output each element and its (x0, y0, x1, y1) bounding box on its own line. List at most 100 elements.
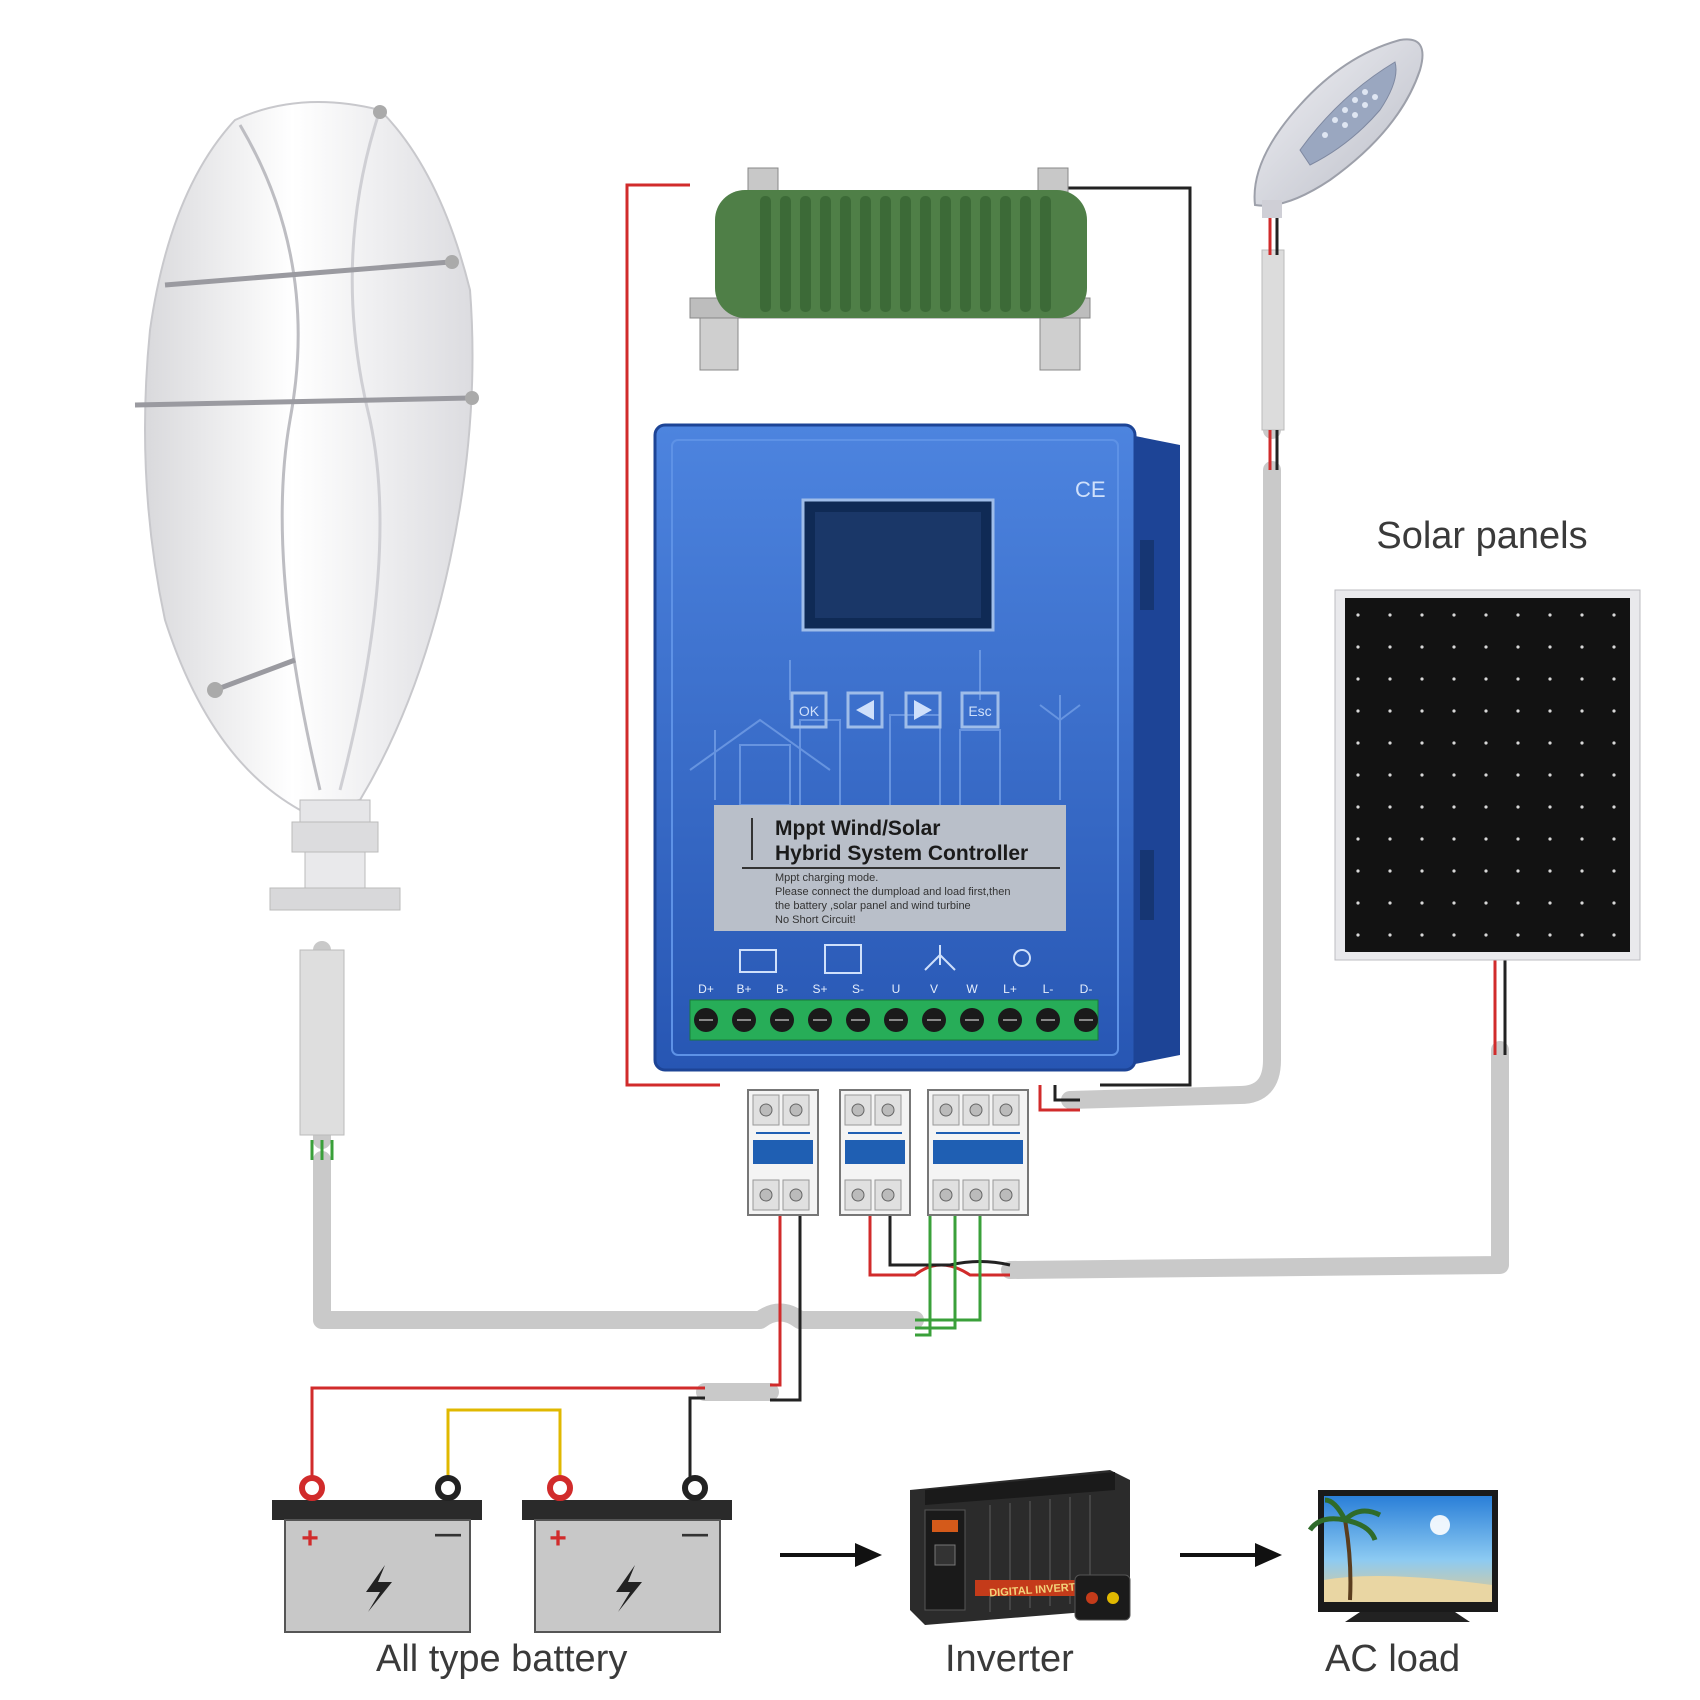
solar-cell-dot (1388, 901, 1392, 905)
solar-cell-dot (1612, 805, 1616, 809)
solar-cell-dot (1484, 869, 1488, 873)
battery-symbol-icon (739, 949, 777, 973)
solar-cell-dot (1516, 901, 1520, 905)
terminal-label: D+ (698, 982, 714, 996)
solar-cell-dot (1388, 837, 1392, 841)
solar-cell-dot (1484, 741, 1488, 745)
resistor-rib (860, 196, 871, 312)
solar-cell-dot (1388, 773, 1392, 777)
solar-cell-dot (1356, 773, 1360, 777)
solar-cell-dot (1388, 805, 1392, 809)
breaker-screw (851, 1188, 865, 1202)
terminal-label: U (892, 982, 901, 996)
resistor-rib (820, 196, 831, 312)
resistor-rib (960, 196, 971, 312)
solar-cell-dot (1580, 773, 1584, 777)
left-button[interactable] (846, 691, 884, 729)
breaker-switch[interactable] (845, 1140, 905, 1164)
solar-cell-dot (1452, 933, 1456, 937)
solar-cell-dot (1580, 613, 1584, 617)
solar-cell-dot (1548, 805, 1552, 809)
solar-cell-dot (1388, 645, 1392, 649)
inverter-icon: DIGITAL INVERTER (910, 1470, 1131, 1625)
terminal-label: S- (852, 982, 864, 996)
solar-cell-dot (1420, 837, 1424, 841)
breaker-screw (759, 1188, 773, 1202)
lamp-symbol-icon (1013, 949, 1031, 967)
solar-cell-dot (1420, 869, 1424, 873)
terminal-label: B+ (736, 982, 751, 996)
solar-cell-dot (1420, 901, 1424, 905)
solar-cell-dot (1388, 709, 1392, 713)
breaker-screw (759, 1103, 773, 1117)
terminal-label: D- (1080, 982, 1093, 996)
breaker-screw (881, 1103, 895, 1117)
solar-cell-dot (1452, 869, 1456, 873)
solar-cell-dot (1452, 645, 1456, 649)
solar-cell-dot (1420, 709, 1424, 713)
solar-cell-dot (1612, 613, 1616, 617)
breaker-screw (969, 1188, 983, 1202)
solar-cell-dot (1548, 933, 1552, 937)
solar-cell-dot (1516, 613, 1520, 617)
terminal-label: B- (776, 982, 788, 996)
solar-cell-dot (1516, 805, 1520, 809)
ok-button-label: OK (799, 703, 820, 719)
solar-cell-dot (1484, 805, 1488, 809)
solar-cell-dot (1548, 645, 1552, 649)
terminal-label: S+ (812, 982, 827, 996)
solar-cell-dot (1420, 645, 1424, 649)
solar-cell-dot (1484, 613, 1488, 617)
lightning-icon (616, 1565, 642, 1612)
breaker-screw (969, 1103, 983, 1117)
solar-panel-icon (1334, 589, 1641, 961)
esc-button[interactable] (960, 691, 1000, 729)
solar-cell-dot (1388, 677, 1392, 681)
solar-cell-dot (1388, 741, 1392, 745)
solar-cell-dot (1516, 741, 1520, 745)
solar-cell-dot (1484, 645, 1488, 649)
solar-cell-dot (1452, 805, 1456, 809)
solar-cell-dot (1580, 869, 1584, 873)
battery-label: All type battery (376, 1638, 628, 1680)
resistor-rib (980, 196, 991, 312)
solar-cell-dot (1420, 805, 1424, 809)
battery-plus-1: + (301, 1522, 319, 1555)
right-button[interactable] (904, 691, 942, 729)
solar-cell-dot (1548, 837, 1552, 841)
solar-cell-dot (1388, 933, 1392, 937)
arrow-right-icon (1180, 1543, 1282, 1567)
solar-symbol-icon (824, 944, 862, 974)
breaker-icon[interactable] (927, 1089, 1029, 1216)
breaker-terminal (874, 1094, 902, 1126)
breaker-icon[interactable] (839, 1089, 911, 1216)
lightning-icon (366, 1565, 392, 1612)
solar-cell-dot (1612, 933, 1616, 937)
resistor-rib (900, 196, 911, 312)
breaker-screw (999, 1103, 1013, 1117)
ok-button[interactable] (790, 691, 828, 729)
solar-cell-dot (1452, 613, 1456, 617)
solar-cell-dot (1548, 677, 1552, 681)
solar-cell-dot (1516, 645, 1520, 649)
terminal-label: L- (1043, 982, 1054, 996)
resistor-icon (689, 167, 1091, 371)
solar-cell-dot (1484, 901, 1488, 905)
solar-cell-dot (1612, 869, 1616, 873)
solar-cell-dot (1356, 901, 1360, 905)
solar-cell-dot (1356, 709, 1360, 713)
breaker-icon[interactable] (747, 1089, 819, 1216)
tv-icon (1307, 1490, 1498, 1622)
breaker-screw (881, 1188, 895, 1202)
breaker-switch[interactable] (753, 1140, 813, 1164)
lamp-cable-sleeve (1261, 249, 1285, 431)
solar-cell-dot (1612, 837, 1616, 841)
resistor-rib (780, 196, 791, 312)
breaker-switch[interactable] (933, 1140, 1023, 1164)
breaker-screw (939, 1103, 953, 1117)
solar-cell-dot (1548, 773, 1552, 777)
solar-cell-dot (1612, 773, 1616, 777)
solar-cell-dot (1452, 709, 1456, 713)
solar-cell-dot (1356, 613, 1360, 617)
solar-panels-label: Solar panels (1376, 515, 1587, 557)
